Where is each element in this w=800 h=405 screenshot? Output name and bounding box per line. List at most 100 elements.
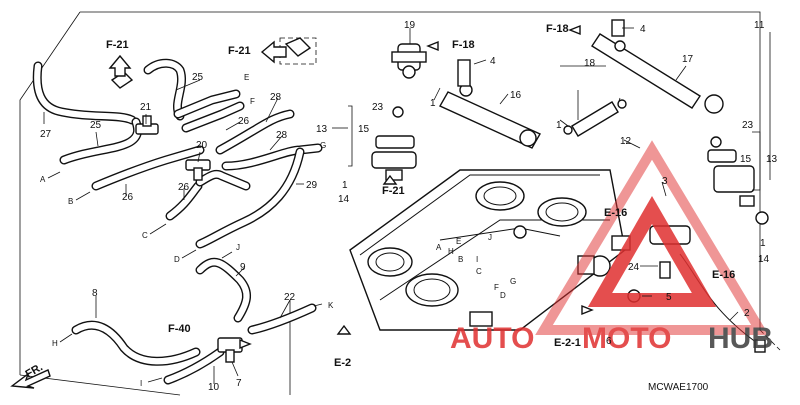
pressure-regulator-19: [391, 43, 427, 79]
ref-e21: E-2-1: [554, 337, 581, 349]
hose-letter-c-body: C: [476, 267, 482, 276]
hose-letter-b: B: [68, 197, 73, 206]
hose-letter-d: D: [174, 255, 180, 264]
hose-letter-j: J: [236, 243, 240, 252]
part-number-15-left: 15: [358, 124, 370, 135]
ref-f18-b: F-18: [546, 23, 569, 35]
part-number-11: 11: [754, 20, 765, 31]
part-number-1-left: 1: [342, 180, 348, 191]
part-number-24: 24: [628, 262, 640, 273]
fuel-pipe-18: [563, 99, 627, 137]
hose-letter-a-body: A: [436, 243, 442, 252]
hose-letter-h-body: H: [448, 247, 454, 256]
fitting-f21: [110, 37, 317, 89]
watermark-moto: MOTO: [582, 322, 671, 355]
part-number-13-left: 13: [316, 124, 328, 135]
part-number-18: 18: [584, 58, 596, 69]
hose-letter-h: H: [52, 339, 58, 348]
section-refs: F-21 F-21 F-21 F-18 F-18 E-16 E-16 E-2-1…: [106, 23, 735, 369]
part-number-19: 19: [404, 20, 416, 31]
hose-letter-i: I: [140, 379, 142, 388]
hose-letter-a: A: [40, 175, 46, 184]
part-number-21: 21: [140, 102, 152, 113]
injector-right: [707, 136, 769, 225]
part-number-10: 10: [208, 382, 220, 393]
catalog-code: MCWAE1700: [648, 382, 709, 393]
part-number-8: 8: [92, 288, 98, 299]
ref-f21-top: F-21: [106, 39, 129, 51]
part-number-13-right: 13: [766, 154, 778, 165]
front-arrow-icon: [10, 369, 51, 389]
up-arrow-icon: [108, 54, 132, 77]
part-number-9: 9: [240, 262, 246, 273]
ref-f18-a: F-18: [452, 39, 475, 51]
part-number-14-left: 14: [338, 194, 350, 205]
part-number-7: 7: [236, 378, 242, 389]
right-arrow-icon-2: [426, 40, 439, 52]
hose-letter-k: K: [328, 301, 334, 310]
hose-letter-j-body: J: [488, 233, 492, 242]
hose-letter-g-body: G: [510, 277, 516, 286]
part-number-26-mid: 26: [178, 182, 190, 193]
part-number-15-right: 15: [740, 154, 752, 165]
t-joint-7: [217, 337, 243, 363]
left-arrow-icon: [260, 40, 287, 64]
ref-e16-right: E-16: [712, 269, 735, 281]
part-number-12: 12: [620, 136, 632, 147]
part-number-4-left: 4: [490, 56, 496, 67]
hose-letter-e-body: E: [456, 237, 461, 246]
hose-letters: A B C D E F G H I J K A B C D E F G H I …: [40, 73, 516, 388]
part-number-1-mid: 1: [556, 120, 562, 131]
leader-lines: [43, 27, 771, 384]
right-arrow-icon-3: [239, 338, 252, 350]
part-number-1-right: 1: [760, 238, 766, 249]
part-number-25-top: 25: [192, 72, 204, 83]
part-number-3: 3: [662, 176, 668, 187]
hose-letter-f: F: [250, 97, 255, 106]
up-arrow-icon-3: [336, 324, 352, 335]
part-number-2: 2: [744, 308, 750, 319]
watermark-auto: AUTO: [450, 322, 534, 355]
hose-letter-d-body: D: [500, 291, 506, 300]
part-number-20: 20: [196, 140, 208, 151]
injector-left: [371, 106, 417, 181]
ref-e16-left: E-16: [604, 207, 627, 219]
part-number-29: 29: [306, 180, 318, 191]
part-number-28-mid: 28: [276, 130, 288, 141]
part-number-14-right: 14: [758, 254, 770, 265]
hose-letter-c: C: [142, 231, 148, 240]
up-arrow-icon-2: [382, 174, 398, 185]
part-labels: 27 25 25 21 26 26 26 20 28 28 29 9 8 22 …: [40, 20, 778, 393]
reference-arrows: [10, 24, 594, 389]
part-number-23-right: 23: [742, 120, 754, 131]
ref-f21-right: F-21: [228, 45, 251, 57]
part-number-26-top: 26: [238, 116, 250, 127]
part-number-26-left: 26: [122, 192, 134, 203]
t-joint-21: [135, 115, 159, 135]
part-number-27: 27: [40, 129, 52, 140]
ref-f40: F-40: [168, 323, 191, 335]
part-number-16: 16: [510, 90, 522, 101]
right-arrow-icon-4: [581, 304, 594, 316]
fuel-rail-17: [591, 19, 724, 114]
ref-f21-mid: F-21: [382, 185, 405, 197]
hose-letter-i-body: I: [476, 255, 478, 264]
hose-letter-e: E: [244, 73, 249, 82]
part-number-1-top: 1: [430, 98, 436, 109]
hose-group-left: [32, 58, 323, 385]
part-number-17: 17: [682, 54, 694, 65]
ref-e2: E-2: [334, 357, 351, 369]
watermark-hub: HUB: [708, 322, 773, 355]
throttle-body: [349, 169, 766, 353]
part-number-5: 5: [666, 292, 672, 303]
watermark: AUTO MOTO HUB: [450, 140, 773, 355]
right-arrow-icon: [568, 24, 581, 36]
part-number-25-left: 25: [90, 120, 102, 131]
part-number-22: 22: [284, 292, 296, 303]
part-number-28-top: 28: [270, 92, 282, 103]
part-number-4-right: 4: [640, 24, 646, 35]
fuel-rail-16: [439, 59, 541, 149]
letter-arrows: [47, 171, 323, 383]
